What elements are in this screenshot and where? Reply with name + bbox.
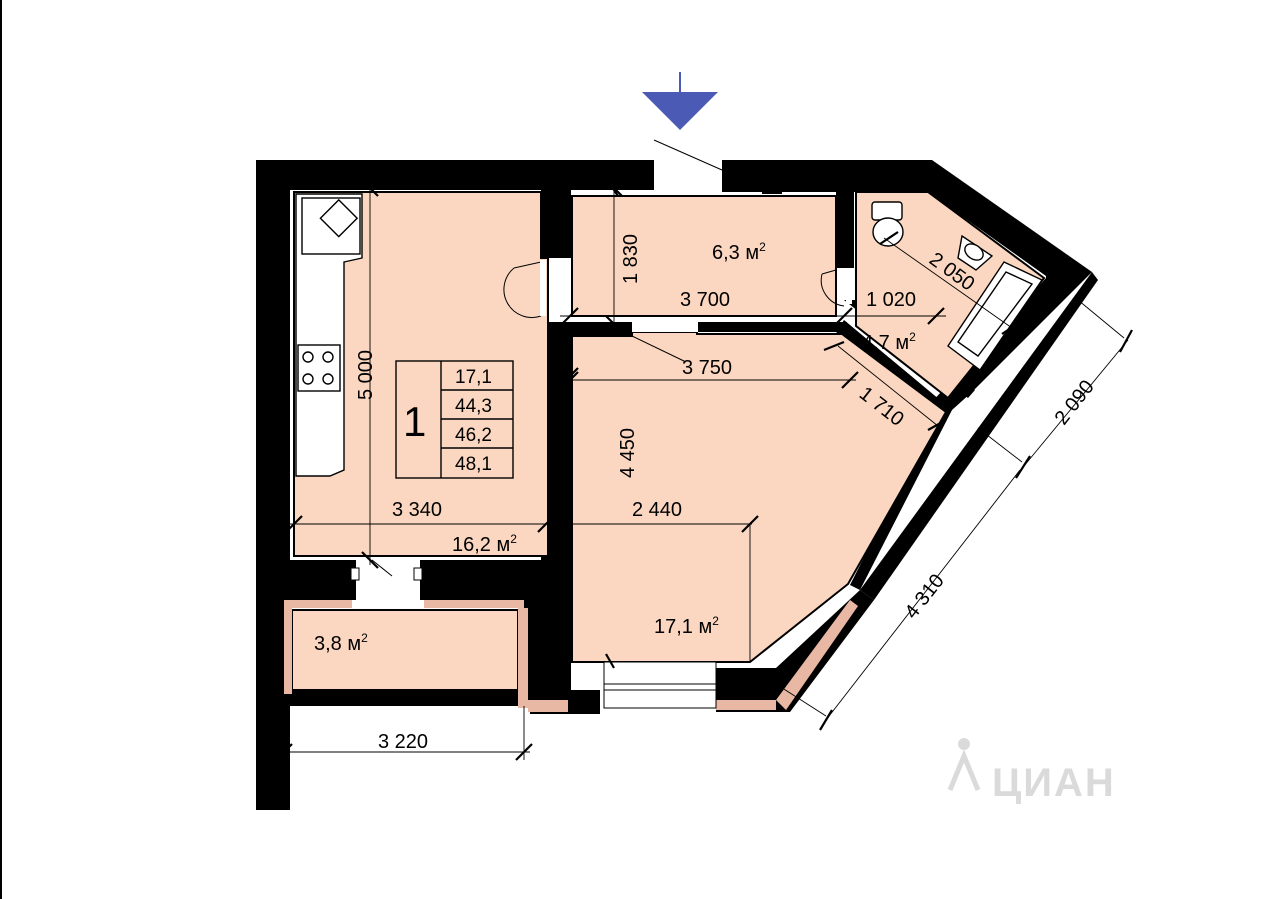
table-cell: 48,1 <box>455 454 492 475</box>
balcony-border <box>284 600 858 712</box>
table-cell: 46,2 <box>455 425 492 446</box>
hall-area-label: 6,3 м2 <box>712 240 766 264</box>
dim-4450: 4 450 <box>617 428 639 478</box>
entrance-arrow-icon <box>642 72 718 130</box>
kitchen-counter <box>295 193 363 477</box>
dim-4310: 4 310 <box>901 570 949 623</box>
dim-3750: 3 750 <box>682 357 732 379</box>
table-cell: 44,3 <box>455 396 492 417</box>
living-room <box>571 331 948 663</box>
bath-area-label: 4,7 м2 <box>862 330 916 354</box>
dim-3340: 3 340 <box>392 499 442 521</box>
stove-icon <box>297 344 341 392</box>
apartment-info-table: 1 17,1 44,3 46,2 48,1 <box>395 360 514 479</box>
dimension-lines <box>275 179 1133 761</box>
kitchen-area-label: 16,2 м2 <box>452 532 517 556</box>
dim-1830: 1 830 <box>620 234 642 284</box>
dim-3220: 3 220 <box>378 731 428 753</box>
balcony-area-label: 3,8 м2 <box>314 631 368 655</box>
dim-3700: 3 700 <box>680 289 730 311</box>
table-cell: 17,1 <box>455 367 492 388</box>
living-area-label: 17,1 м2 <box>654 614 719 638</box>
area-labels: 16,2 м2 6,3 м2 4,7 м2 17,1 м2 3,8 м2 <box>314 240 916 655</box>
toilet-icon <box>871 201 903 221</box>
watermark: ЦИАН <box>947 738 1116 805</box>
apartment-number: 1 <box>403 398 426 445</box>
dim-1020: 1 020 <box>866 289 916 311</box>
dim-5000: 5 000 <box>355 350 377 400</box>
dim-2090: 2 090 <box>1051 376 1099 429</box>
watermark-text: ЦИАН <box>992 761 1116 805</box>
dim-2440: 2 440 <box>632 499 682 521</box>
openings <box>350 139 852 709</box>
